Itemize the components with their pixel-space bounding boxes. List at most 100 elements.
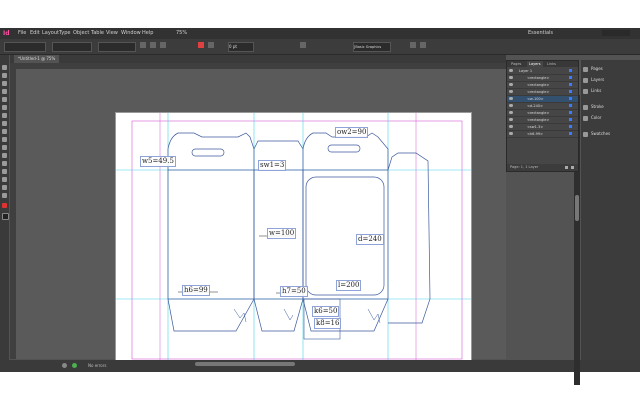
dimension-label-sw1[interactable]: sw1=3 <box>258 160 287 171</box>
document-tab[interactable]: *Untitled-1 @ 75% <box>14 55 60 63</box>
layer-row[interactable]: <rectangle> <box>507 75 578 82</box>
rotate-icon[interactable] <box>150 42 156 48</box>
layers-icon <box>583 77 588 83</box>
reference-point-fields[interactable] <box>4 42 46 52</box>
dock-item-links[interactable]: Links <box>583 86 638 96</box>
dock-item-color[interactable]: Color <box>583 113 638 123</box>
menu-table[interactable]: Table <box>91 30 104 36</box>
pasteboard[interactable]: ow2=90 w5=49.5 sw1=3 w=100 d=240 h6=99 h… <box>16 69 506 366</box>
fill-swatch-icon[interactable] <box>198 42 204 48</box>
dock-item-stroke[interactable]: Stroke <box>583 102 638 112</box>
eye-icon[interactable] <box>509 111 513 114</box>
search-field[interactable] <box>602 30 630 36</box>
menu-help[interactable]: Help <box>142 30 154 36</box>
dimension-label-k6[interactable]: k6=50 <box>312 306 340 317</box>
gradient-tool-icon[interactable] <box>2 161 7 166</box>
dimension-label-l[interactable]: l=200 <box>336 280 362 291</box>
zoom-tool-icon[interactable] <box>2 193 7 198</box>
no-errors-icon <box>72 363 77 368</box>
selection-tool-icon[interactable] <box>2 65 7 70</box>
dock-item-layers[interactable]: Layers <box>583 75 638 85</box>
note-tool-icon[interactable] <box>2 169 7 174</box>
effects-icon[interactable] <box>300 42 306 48</box>
tab-pages[interactable]: Pages <box>511 62 522 66</box>
eye-icon[interactable] <box>509 69 513 72</box>
layer-row[interactable]: <rectangle> <box>507 89 578 96</box>
swatches-icon <box>583 131 588 137</box>
stroke-swatch-icon[interactable] <box>208 42 214 48</box>
vertical-scrollbar[interactable] <box>574 95 580 385</box>
align-icon[interactable] <box>410 42 416 48</box>
rectangle-tool-icon[interactable] <box>2 137 7 142</box>
dock-item-pages[interactable]: Pages <box>583 64 638 74</box>
layer-row[interactable]: <d-240> <box>507 103 578 110</box>
eye-icon[interactable] <box>509 83 513 86</box>
app-logo-icon: Id <box>3 30 10 37</box>
shear-icon[interactable] <box>160 42 166 48</box>
dimension-label-w[interactable]: w=100 <box>267 228 297 239</box>
horizontal-scrollbar[interactable] <box>195 362 295 366</box>
zoom-level[interactable]: 75% <box>176 30 188 36</box>
preflight-status[interactable]: No errors <box>88 363 107 368</box>
distribute-icon[interactable] <box>420 42 426 48</box>
dock-item-swatches[interactable]: Swatches <box>583 129 638 139</box>
selection-square <box>569 97 572 100</box>
position-fields[interactable] <box>52 42 92 52</box>
object-style-select[interactable]: [Basic Graphics Frame] <box>353 42 391 52</box>
eye-icon[interactable] <box>509 132 513 135</box>
trash-icon[interactable] <box>571 166 574 169</box>
rectangle-frame-tool-icon[interactable] <box>2 129 7 134</box>
layer-row[interactable]: <h6-99> <box>507 131 578 138</box>
layer-row[interactable]: <sw1-3> <box>507 124 578 131</box>
eye-icon[interactable] <box>509 97 513 100</box>
layer-row[interactable]: <rectangle> <box>507 110 578 117</box>
fill-stroke-icon[interactable] <box>2 203 7 208</box>
layer-row[interactable]: <rectangle> <box>507 82 578 89</box>
eye-icon[interactable] <box>509 104 513 107</box>
tab-links[interactable]: Links <box>547 62 556 66</box>
control-panel: 0 pt [Basic Graphics Frame] <box>0 39 640 55</box>
eye-icon[interactable] <box>509 90 513 93</box>
dimension-label-k8[interactable]: k8=16 <box>314 318 342 329</box>
layer-row-selected[interactable]: <w-100> <box>507 96 578 103</box>
hand-tool-icon[interactable] <box>2 185 7 190</box>
dimension-label-d[interactable]: d=240 <box>356 234 384 245</box>
menu-layout[interactable]: Layout <box>42 30 59 36</box>
stroke-weight-field[interactable]: 0 pt <box>228 42 254 52</box>
scissors-tool-icon[interactable] <box>2 145 7 150</box>
eyedropper-tool-icon[interactable] <box>2 177 7 182</box>
eye-icon[interactable] <box>509 125 513 128</box>
dimension-label-ow2[interactable]: ow2=90 <box>335 127 369 138</box>
pen-tool-icon[interactable] <box>2 113 7 118</box>
panel-tabs: Pages Layers Links <box>507 61 578 67</box>
dimension-label-h7[interactable]: h7=50 <box>280 286 308 297</box>
menu-view[interactable]: View <box>106 30 118 36</box>
type-tool-icon[interactable] <box>2 97 7 102</box>
eye-icon[interactable] <box>509 118 513 121</box>
layer-row-title[interactable]: Layer 1 <box>507 68 578 75</box>
dimension-label-w5[interactable]: w5=49.5 <box>140 156 176 167</box>
line-tool-icon[interactable] <box>2 105 7 110</box>
scroll-thumb[interactable] <box>575 195 579 221</box>
new-layer-icon[interactable] <box>565 166 568 169</box>
eye-icon[interactable] <box>509 76 513 79</box>
document-page[interactable]: ow2=90 w5=49.5 sw1=3 w=100 d=240 h6=99 h… <box>115 112 472 366</box>
menu-file[interactable]: File <box>18 30 27 36</box>
transform-tool-icon[interactable] <box>2 153 7 158</box>
workspace-switcher[interactable]: Essentials <box>528 30 554 36</box>
tab-layers[interactable]: Layers <box>527 61 543 67</box>
direct-selection-tool-icon[interactable] <box>2 73 7 78</box>
menu-object[interactable]: Object <box>73 30 90 36</box>
scale-icon[interactable] <box>140 42 146 48</box>
gap-tool-icon[interactable] <box>2 89 7 94</box>
layer-row[interactable]: <rectangle> <box>507 117 578 124</box>
dimension-label-h6[interactable]: h6=99 <box>182 285 210 296</box>
screen-mode-icon[interactable] <box>2 213 9 220</box>
pencil-tool-icon[interactable] <box>2 121 7 126</box>
menu-window[interactable]: Window <box>121 30 141 36</box>
menu-edit[interactable]: Edit <box>30 30 40 36</box>
page-tool-icon[interactable] <box>2 81 7 86</box>
size-fields[interactable] <box>98 42 136 52</box>
selection-square <box>569 132 572 135</box>
menu-type[interactable]: Type <box>59 30 71 36</box>
